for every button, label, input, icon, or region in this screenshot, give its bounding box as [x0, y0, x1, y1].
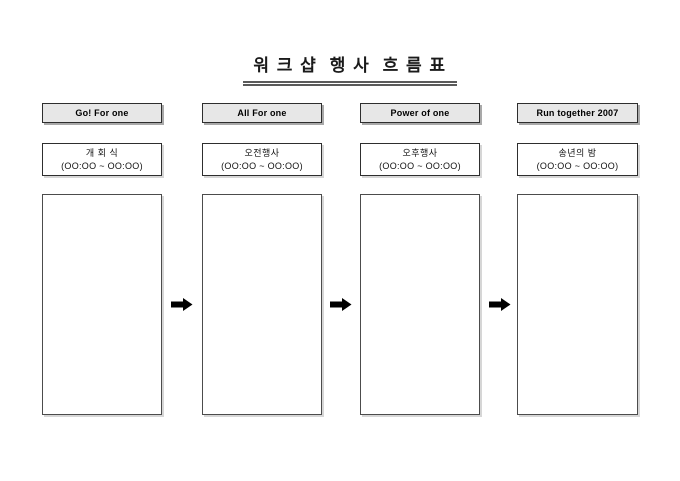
content-box [517, 194, 638, 415]
event-time-box: 송년의 밤 (OO:OO ~ OO:OO) [517, 143, 638, 176]
column-header-box: Run together 2007 [517, 103, 638, 123]
column-header-box: Power of one [360, 103, 480, 123]
column-header-label: All For one [237, 108, 287, 118]
flow-column-1: Go! For one 개 회 식 (OO:OO ~ OO:OO) [42, 0, 162, 481]
column-header-label: Go! For one [75, 108, 129, 118]
event-time: (OO:OO ~ OO:OO) [379, 161, 461, 171]
flow-arrow-icon [171, 298, 193, 311]
content-box [42, 194, 162, 415]
event-name: 송년의 밤 [558, 148, 597, 158]
event-time: (OO:OO ~ OO:OO) [61, 161, 143, 171]
flow-arrow-icon [489, 298, 511, 311]
content-box [202, 194, 322, 415]
event-time-box: 오후행사 (OO:OO ~ OO:OO) [360, 143, 480, 176]
column-header-box: All For one [202, 103, 322, 123]
column-header-label: Run together 2007 [536, 108, 619, 118]
title-row: 워 크 샵 행 사 흐 름 표 [0, 51, 680, 86]
event-name: 개 회 식 [85, 148, 119, 158]
event-time: (OO:OO ~ OO:OO) [221, 161, 303, 171]
content-box [360, 194, 480, 415]
flow-column-4: Run together 2007 송년의 밤 (OO:OO ~ OO:OO) [517, 0, 638, 481]
flow-arrow-icon [330, 298, 352, 311]
column-header-box: Go! For one [42, 103, 162, 123]
event-name: 오후행사 [402, 148, 438, 158]
flow-column-2: All For one 오전행사 (OO:OO ~ OO:OO) [202, 0, 322, 481]
event-time-box: 개 회 식 (OO:OO ~ OO:OO) [42, 143, 162, 176]
column-header-label: Power of one [390, 108, 450, 118]
event-time-box: 오전행사 (OO:OO ~ OO:OO) [202, 143, 322, 176]
page-title: 워 크 샵 행 사 흐 름 표 [243, 51, 457, 86]
flow-column-3: Power of one 오후행사 (OO:OO ~ OO:OO) [360, 0, 480, 481]
event-name: 오전행사 [244, 148, 280, 158]
event-time: (OO:OO ~ OO:OO) [536, 161, 619, 171]
